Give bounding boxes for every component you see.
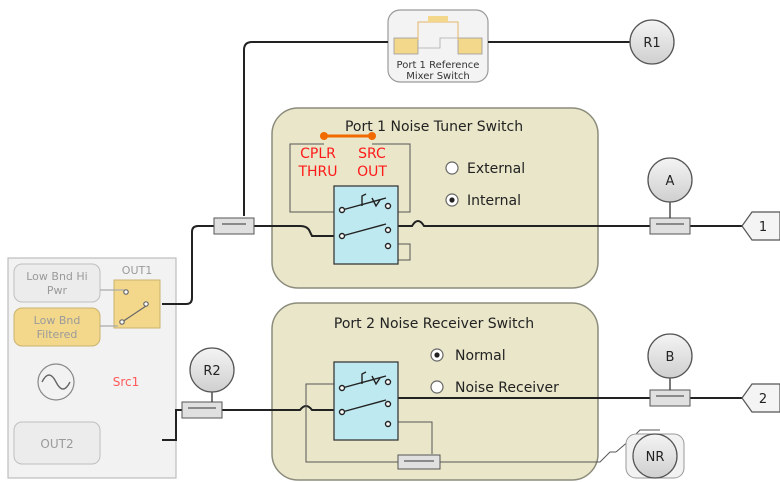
src-label-1: SRC: [358, 146, 386, 162]
radio-normal-label[interactable]: Normal: [455, 348, 506, 364]
radio-noise-receiver-label[interactable]: Noise Receiver: [455, 380, 559, 396]
r2-coupler[interactable]: [181, 401, 223, 419]
receiver-r2[interactable]: [189, 347, 235, 393]
src-dot: [368, 132, 376, 140]
port-2-marker[interactable]: [741, 383, 780, 413]
out1-label: OUT1: [122, 264, 152, 277]
tuner-switch-box[interactable]: [333, 185, 399, 265]
receiver-nr-label: NR: [646, 450, 665, 465]
port-1-label: 1: [759, 220, 767, 235]
radio-internal-dot: [449, 197, 455, 203]
receiver-b-label: B: [666, 350, 675, 365]
mixer-switch-label-2: Mixer Switch: [406, 71, 470, 82]
receiver-radio-group: [430, 348, 444, 394]
mixer-switch-label-1: Port 1 Reference: [397, 60, 480, 71]
low-band-hi-pwr-button[interactable]: [13, 263, 101, 303]
radio-normal-dot: [434, 352, 440, 358]
port-2-label: 2: [759, 392, 767, 407]
radio-noise-receiver[interactable]: [430, 380, 444, 394]
receiver-nr[interactable]: [632, 433, 678, 479]
receiver-switch-title: Port 2 Noise Receiver Switch: [334, 316, 534, 332]
b-coupler[interactable]: [649, 389, 691, 407]
a-coupler[interactable]: [649, 217, 691, 235]
tuner-switch-title: Port 1 Noise Tuner Switch: [345, 119, 523, 135]
out2-button[interactable]: [13, 421, 101, 465]
port-1-marker[interactable]: [741, 211, 780, 241]
mixer-path-2: [418, 37, 458, 49]
receiver-switch-contacts: [338, 371, 392, 428]
out1-switch-contacts: [100, 289, 149, 327]
source-name: Src1: [113, 375, 140, 389]
receiver-r1[interactable]: [629, 19, 675, 65]
thin-wires: [289, 143, 660, 463]
receiver-a[interactable]: [647, 157, 693, 203]
receiver-r1-label: R1: [643, 36, 660, 51]
r1-coupler[interactable]: [213, 217, 255, 235]
src-label-2: OUT: [357, 164, 387, 180]
radio-external[interactable]: [445, 161, 459, 175]
cplr-label-1: CPLR: [300, 146, 336, 162]
low-band-filtered-label-1: Low Bnd: [34, 314, 81, 327]
cplr-label-2: THRU: [297, 164, 337, 180]
tuner-switch-contacts: [338, 193, 392, 250]
mixer-right-switch: [457, 37, 483, 55]
low-band-hi-pwr-label-2: Pwr: [47, 284, 68, 297]
nr-coupler[interactable]: [397, 454, 441, 470]
mixer-left-switch: [393, 37, 419, 55]
couplers: [181, 217, 691, 419]
radio-external-label[interactable]: External: [467, 161, 525, 177]
out2-label: OUT2: [40, 437, 73, 451]
cplr-dot: [320, 132, 328, 140]
tuner-radio-group: [445, 161, 459, 207]
receiver-r2-label: R2: [203, 364, 220, 379]
receiver-b[interactable]: [647, 333, 693, 379]
low-band-filtered-label-2: Filtered: [37, 328, 78, 341]
receiver-a-label: A: [666, 174, 675, 189]
mixer-highlight: [428, 16, 448, 22]
low-band-filtered-button[interactable]: [13, 307, 101, 347]
sine-wave-icon: [41, 374, 71, 390]
low-band-hi-pwr-label-1: Low Bnd Hi: [26, 270, 87, 283]
reference-mixer-switch[interactable]: [387, 9, 489, 83]
radio-internal-label[interactable]: Internal: [467, 193, 521, 209]
